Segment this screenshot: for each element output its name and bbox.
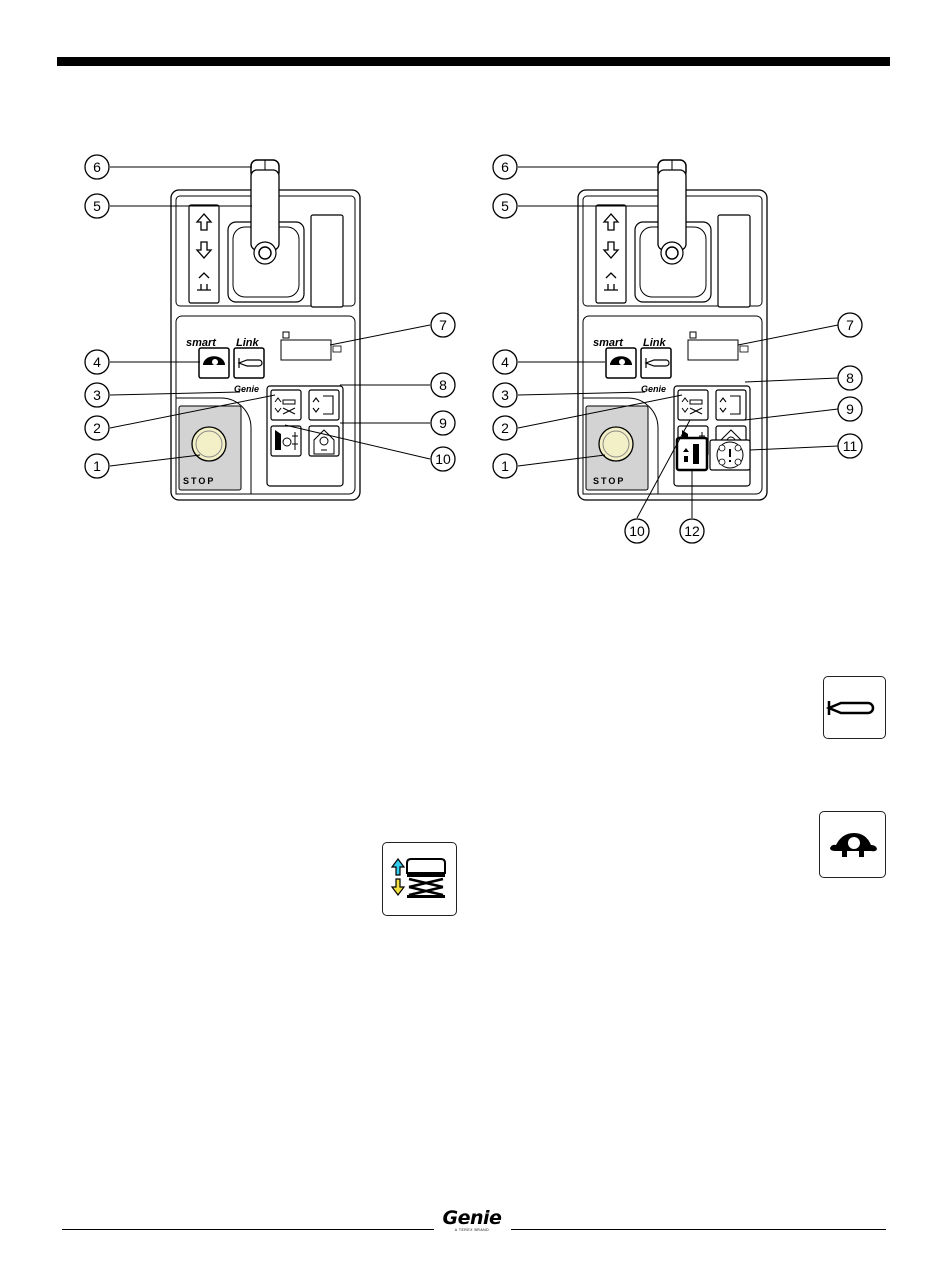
callout-12: 12 (680, 519, 704, 543)
svg-text:5: 5 (501, 198, 509, 214)
right-control-panel: STOP smart Link Genie (578, 160, 767, 500)
right-stop-label: STOP (593, 476, 625, 486)
callout-10: 10 (625, 519, 649, 543)
callout-6: 6 (493, 155, 517, 179)
callout-11: 11 (838, 434, 862, 458)
svg-text:9: 9 (846, 401, 854, 417)
callout-3: 3 (493, 383, 517, 407)
right-brand-smart: smart (593, 337, 624, 349)
callout-4: 4 (493, 350, 517, 374)
svg-text:10: 10 (629, 523, 645, 539)
callout-10: 10 (431, 447, 455, 471)
left-stop-label: STOP (183, 476, 215, 486)
svg-text:5: 5 (93, 198, 101, 214)
callout-7: 7 (838, 313, 862, 337)
callout-5: 5 (493, 194, 517, 218)
left-brand-smart: smart (186, 337, 217, 349)
right-brand-link: Link (643, 337, 666, 349)
svg-text:4: 4 (93, 354, 101, 370)
callout-8: 8 (431, 373, 455, 397)
svg-text:12: 12 (684, 523, 700, 539)
svg-text:2: 2 (93, 420, 101, 436)
svg-text:1: 1 (93, 458, 101, 474)
footer-rule-left (62, 1229, 434, 1230)
callout-9: 9 (838, 397, 862, 421)
callout-1: 1 (85, 454, 109, 478)
svg-text:7: 7 (846, 317, 854, 333)
svg-text:7: 7 (439, 317, 447, 333)
svg-text:3: 3 (501, 387, 509, 403)
svg-text:11: 11 (843, 438, 858, 454)
callout-3: 3 (85, 383, 109, 407)
callout-7: 7 (431, 313, 455, 337)
svg-text:8: 8 (439, 377, 447, 393)
callout-8: 8 (838, 366, 862, 390)
svg-text:1: 1 (501, 458, 509, 474)
right-button-12 (677, 438, 707, 470)
callout-2: 2 (493, 416, 517, 440)
svg-text:2: 2 (501, 420, 509, 436)
callout-1: 1 (493, 454, 517, 478)
left-brand-link: Link (236, 337, 259, 349)
svg-text:3: 3 (93, 387, 101, 403)
svg-text:9: 9 (439, 415, 447, 431)
turtle-icon (819, 811, 886, 878)
control-panel-diagrams: smart Link Genie STOP STOP smart Link Ge… (0, 0, 950, 1200)
callout-5: 5 (85, 194, 109, 218)
svg-text:6: 6 (93, 159, 101, 175)
footer-brand: Genie (432, 1208, 512, 1228)
svg-text:6: 6 (501, 159, 509, 175)
horn-icon (823, 676, 886, 739)
svg-text:8: 8 (846, 370, 854, 386)
footer-rule-right (511, 1229, 886, 1230)
left-control-panel: smart Link Genie STOP (171, 160, 360, 500)
svg-text:10: 10 (435, 451, 451, 467)
callout-9: 9 (431, 411, 455, 435)
svg-text:4: 4 (501, 354, 509, 370)
footer-logo: Genie A TEREX BRAND (432, 1208, 512, 1233)
callout-4: 4 (85, 350, 109, 374)
callout-6: 6 (85, 155, 109, 179)
callout-2: 2 (85, 416, 109, 440)
lift-icon (382, 842, 457, 916)
